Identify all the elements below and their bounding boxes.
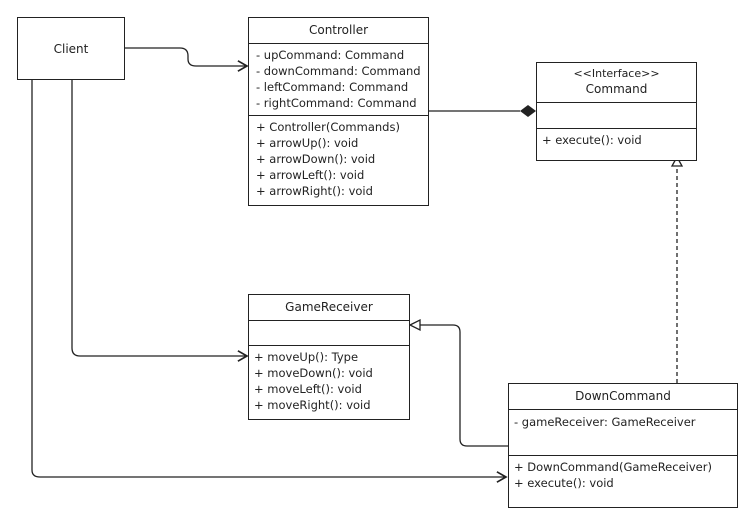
gamereceiver-operation: + moveRight(): void	[254, 398, 371, 412]
client-to-controller-association	[125, 47, 249, 72]
client-to-gamereceiver-association	[71, 80, 249, 362]
gamereceiver-operations: + moveUp(): Type + moveDown(): void + mo…	[249, 345, 409, 413]
gamereceiver-operation: + moveUp(): Type	[254, 350, 359, 364]
command-operations: + execute(): void	[537, 128, 696, 148]
downcommand-attribute: - gameReceiver: GameReceiver	[514, 415, 696, 429]
gamereceiver-attributes	[249, 320, 409, 345]
controller-attribute: - upCommand: Command	[256, 48, 405, 62]
downcommand-operations: + DownCommand(GameReceiver) + execute():…	[509, 455, 737, 491]
command-title: Command	[585, 82, 648, 96]
downcommand-operation: + DownCommand(GameReceiver)	[514, 460, 712, 474]
gamereceiver-operation: + moveDown(): void	[254, 366, 373, 380]
command-attributes	[537, 102, 696, 128]
client-to-downcommand-association	[31, 80, 508, 483]
gamereceiver-arrow-head	[408, 318, 421, 332]
controller-attribute: - downCommand: Command	[256, 64, 421, 78]
controller-attributes: - upCommand: Command - downCommand: Comm…	[249, 43, 428, 115]
client-label: Client	[53, 41, 89, 56]
command-interface[interactable]: <<Interface>> Command + execute(): void	[536, 62, 697, 161]
gamereceiver-title: GameReceiver	[285, 300, 373, 314]
controller-title: Controller	[308, 23, 369, 37]
downcommand-title: DownCommand	[575, 389, 671, 403]
gamereceiver-class[interactable]: GameReceiver + moveUp(): Type + moveDown…	[248, 294, 410, 420]
controller-class[interactable]: Controller - upCommand: Command - downCo…	[248, 17, 429, 206]
controller-attribute: - leftCommand: Command	[256, 80, 409, 94]
downcommand-to-gamereceiver-association	[419, 324, 508, 447]
command-stereotype: <<Interface>>	[573, 67, 660, 80]
command-operation: + execute(): void	[542, 133, 642, 147]
controller-operation: + Controller(Commands)	[256, 120, 400, 134]
controller-operation: + arrowUp(): void	[256, 136, 359, 150]
downcommand-attributes: - gameReceiver: GameReceiver	[509, 409, 737, 455]
controller-operation: + arrowLeft(): void	[256, 168, 365, 182]
controller-operations: + Controller(Commands) + arrowUp(): void…	[249, 115, 428, 199]
downcommand-operation: + execute(): void	[514, 476, 614, 490]
controller-operation: + arrowDown(): void	[256, 152, 376, 166]
controller-attribute: - rightCommand: Command	[256, 96, 417, 110]
client-class[interactable]: Client	[17, 17, 125, 80]
realization-triangle	[670, 155, 684, 167]
gamereceiver-operation: + moveLeft(): void	[254, 382, 362, 396]
composition-diamond	[520, 105, 536, 117]
controller-operation: + arrowRight(): void	[256, 184, 373, 198]
downcommand-class[interactable]: DownCommand - gameReceiver: GameReceiver…	[508, 383, 738, 508]
command-header: <<Interface>> Command	[537, 63, 696, 102]
